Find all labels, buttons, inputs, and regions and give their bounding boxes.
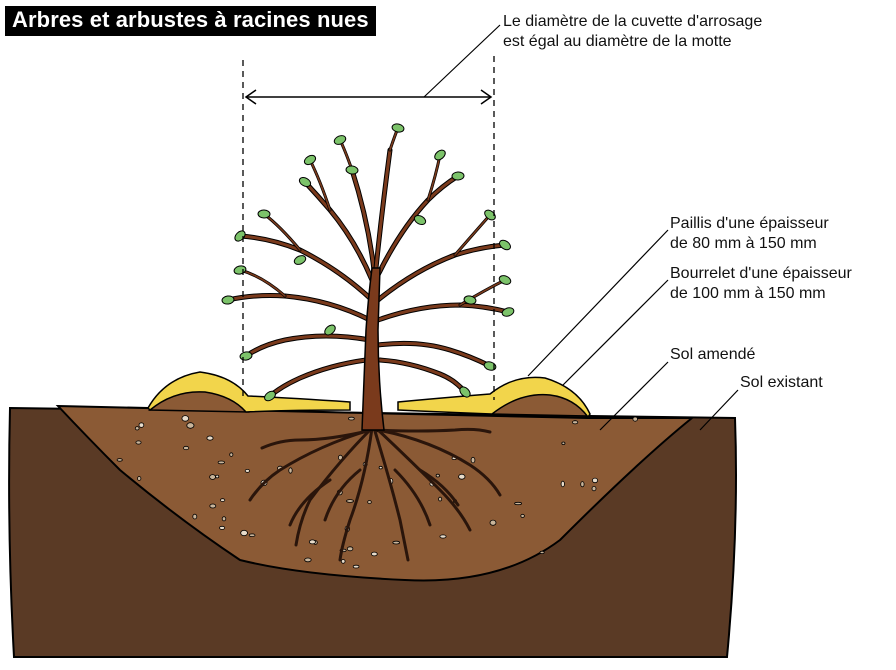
stone bbox=[353, 565, 359, 568]
stone bbox=[138, 477, 141, 481]
leader-mulch bbox=[528, 230, 668, 376]
tree-branch bbox=[378, 245, 505, 300]
stone bbox=[393, 541, 400, 544]
label-mulch: Paillis d'une épaisseur de 80 mm à 150 m… bbox=[670, 214, 829, 254]
label-berm-line1: Bourrelet d'une épaisseur bbox=[670, 264, 852, 284]
stone bbox=[135, 427, 139, 430]
stone bbox=[220, 499, 224, 502]
leaf bbox=[498, 238, 512, 251]
stone bbox=[521, 514, 525, 517]
stone bbox=[222, 517, 226, 521]
stone bbox=[572, 421, 577, 424]
label-mulch-line1: Paillis d'une épaisseur bbox=[670, 214, 829, 234]
label-diameter: Le diamètre de la cuvette d'arrosage est… bbox=[503, 12, 762, 52]
leaf bbox=[233, 229, 247, 243]
label-diameter-line1: Le diamètre de la cuvette d'arrosage bbox=[503, 12, 762, 32]
stone bbox=[218, 461, 224, 464]
tree-branch bbox=[376, 150, 390, 268]
stone bbox=[220, 526, 225, 529]
stone bbox=[439, 497, 442, 501]
stone bbox=[210, 475, 216, 480]
stone bbox=[207, 436, 213, 440]
stone bbox=[561, 481, 564, 487]
stone bbox=[379, 466, 382, 469]
tree-branch bbox=[380, 360, 465, 392]
stone bbox=[309, 540, 315, 544]
stone bbox=[187, 423, 194, 429]
diagram-title: Arbres et arbustes à racines nues bbox=[5, 6, 376, 36]
label-existing-soil: Sol existant bbox=[740, 373, 823, 393]
stone bbox=[349, 417, 355, 420]
stone bbox=[241, 530, 248, 535]
leaf bbox=[433, 148, 447, 162]
leaf bbox=[233, 265, 247, 276]
stone bbox=[440, 535, 446, 538]
stone bbox=[183, 446, 188, 449]
label-diameter-line2: est égal au diamètre de la motte bbox=[503, 32, 762, 52]
stone bbox=[210, 504, 216, 508]
stone bbox=[592, 478, 597, 483]
stone bbox=[249, 534, 255, 537]
stone bbox=[581, 482, 584, 487]
leaf bbox=[293, 254, 307, 266]
tree-branch bbox=[378, 245, 505, 300]
tree-branch bbox=[270, 360, 366, 396]
stone bbox=[136, 441, 141, 444]
label-berm: Bourrelet d'une épaisseur de 100 mm à 15… bbox=[670, 264, 852, 304]
stone bbox=[230, 453, 233, 457]
stone bbox=[305, 558, 312, 562]
stone bbox=[562, 442, 565, 445]
tree-branch bbox=[340, 140, 352, 170]
leaf bbox=[303, 154, 317, 167]
stone bbox=[490, 520, 496, 525]
stone bbox=[540, 551, 544, 553]
stone bbox=[117, 459, 122, 462]
stone bbox=[347, 547, 353, 551]
stone bbox=[193, 514, 197, 519]
leaf bbox=[239, 351, 252, 361]
stone bbox=[341, 560, 345, 564]
stone bbox=[459, 474, 465, 479]
stone bbox=[182, 416, 189, 422]
leaf bbox=[391, 123, 404, 133]
stone bbox=[371, 552, 377, 556]
stone bbox=[471, 457, 475, 463]
label-mulch-line2: de 80 mm à 150 mm bbox=[670, 234, 829, 254]
stone bbox=[633, 417, 638, 421]
stone bbox=[245, 469, 249, 472]
stone bbox=[216, 475, 219, 478]
tree-branch bbox=[380, 360, 465, 392]
stone bbox=[139, 423, 144, 428]
leaf bbox=[258, 210, 270, 218]
leaf bbox=[452, 172, 464, 181]
leader-diameter bbox=[424, 25, 500, 97]
leaf bbox=[501, 306, 515, 317]
leaf bbox=[498, 274, 512, 286]
leaf bbox=[346, 165, 359, 174]
diameter-arrow bbox=[246, 90, 491, 104]
stone bbox=[436, 474, 439, 477]
label-berm-line2: de 100 mm à 150 mm bbox=[670, 284, 852, 304]
leader-berm bbox=[563, 280, 668, 385]
stone bbox=[347, 500, 354, 503]
label-amended-soil: Sol amendé bbox=[670, 345, 755, 365]
tree-branch bbox=[228, 296, 370, 321]
tree-branch bbox=[240, 270, 285, 296]
leaf bbox=[333, 134, 347, 146]
tree-branch bbox=[270, 360, 366, 396]
stone bbox=[289, 468, 292, 473]
stone bbox=[515, 502, 522, 504]
leaf bbox=[222, 295, 235, 305]
stone bbox=[368, 501, 372, 504]
stone bbox=[592, 486, 596, 490]
